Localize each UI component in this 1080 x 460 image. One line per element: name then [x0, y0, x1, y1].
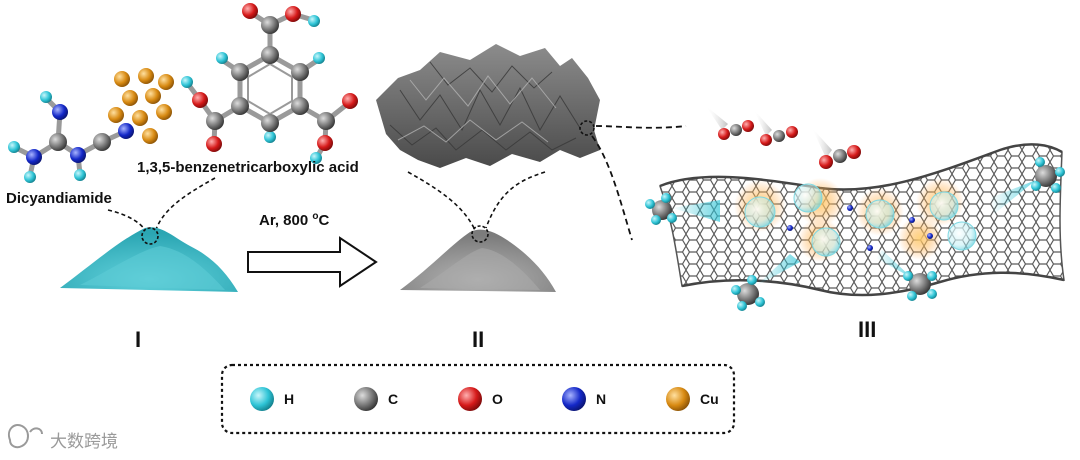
- co2-molecule-2: [754, 110, 798, 146]
- benzenetricarboxylic-acid-molecule: [181, 3, 358, 164]
- legend-item-c: C: [354, 387, 398, 411]
- co2-molecule-3: [812, 128, 861, 169]
- stage-label-iii: III: [858, 317, 876, 342]
- stage-label-i: I: [135, 327, 141, 352]
- watermark-text: 大数跨境: [50, 432, 118, 452]
- connector-btc-to-powder: [153, 177, 216, 237]
- legend-item-h: H: [250, 387, 294, 411]
- watermark-logo-icon: [8, 424, 43, 449]
- connector-sheet-to-powder-right: [485, 171, 546, 229]
- product-powder-pile: [400, 225, 556, 292]
- precursor-powder-pile: [60, 227, 238, 292]
- zoom-line-upper: [595, 125, 687, 129]
- dicyandiamide-label: Dicyandiamide: [6, 190, 112, 207]
- reaction-arrow: [247, 236, 378, 288]
- methane-molecule-left: [645, 193, 720, 225]
- copper-atom-sphere: [666, 387, 690, 411]
- carbon-atom-sphere: [354, 387, 378, 411]
- connector-dicyandiamide-to-powder: [107, 209, 149, 237]
- legend-label-n: N: [596, 391, 606, 407]
- nitrogen-atom-sphere: [562, 387, 586, 411]
- oxygen-atom-sphere: [458, 387, 482, 411]
- legend-label-cu: Cu: [700, 391, 719, 407]
- methane-molecule-bottom-left: [731, 254, 800, 311]
- dicyandiamide-molecule: [8, 91, 134, 183]
- legend-item-n: N: [562, 387, 606, 411]
- co2-molecule-1: [706, 106, 754, 140]
- atom-legend: H C O N Cu: [220, 363, 736, 435]
- reaction-condition-label: Ar, 800 oC: [259, 211, 329, 229]
- methane-molecule-bottom-right: [876, 250, 937, 301]
- legend-item-o: O: [458, 387, 503, 411]
- copper-particle-cluster: [108, 68, 174, 144]
- legend-item-cu: Cu: [666, 387, 719, 411]
- hydrogen-atom-sphere: [250, 387, 274, 411]
- crumpled-carbon-sheet: [376, 44, 600, 168]
- methane-molecule-right: [990, 157, 1065, 214]
- zoom-line-lower: [591, 135, 633, 241]
- legend-label-o: O: [492, 391, 503, 407]
- doped-graphene-sheet: [659, 143, 1065, 297]
- connector-sheet-to-powder-left: [407, 171, 475, 229]
- legend-label-h: H: [284, 391, 294, 407]
- watermark: 大数跨境: [8, 424, 118, 452]
- benzenetricarboxylic-acid-label: 1,3,5-benzenetricarboxylic acid: [137, 159, 359, 176]
- stage-label-ii: II: [472, 327, 484, 352]
- legend-label-c: C: [388, 391, 398, 407]
